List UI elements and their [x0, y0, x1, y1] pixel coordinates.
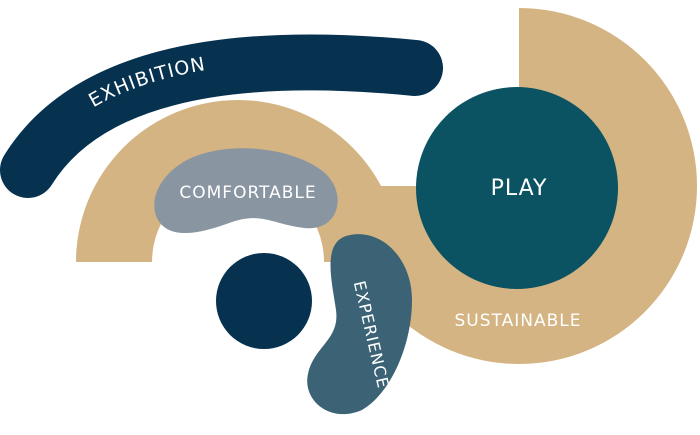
- play-circle: [416, 87, 618, 289]
- navy-circle: [216, 253, 312, 349]
- sustainable-label: SUSTAINABLE: [455, 311, 582, 331]
- comfortable-blob: [154, 148, 338, 234]
- exhibition-arc: [0, 34, 443, 198]
- tan-arc-right: [341, 8, 697, 364]
- experience-blob: [307, 234, 412, 415]
- comfortable-label: COMFORTABLE: [179, 183, 316, 203]
- play-label: PLAY: [491, 176, 548, 201]
